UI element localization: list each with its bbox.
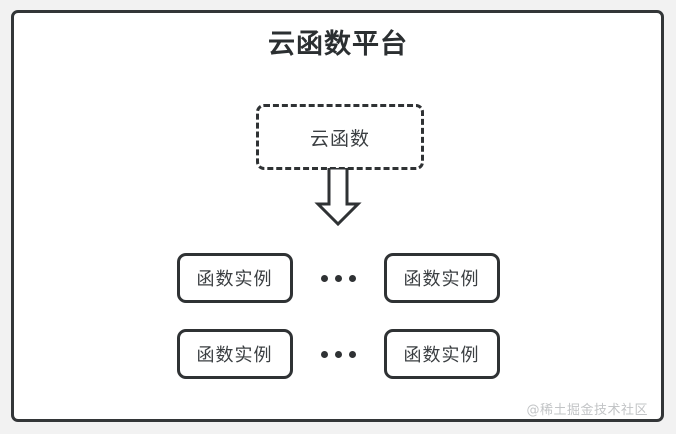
ellipsis-dot [320,274,328,282]
function-instance-box: 函数实例 [383,329,500,379]
function-instance-box: 函数实例 [176,253,293,303]
instance-row-1: 函数实例 函数实例 [0,253,676,303]
ellipsis-dots [293,329,384,379]
function-instance-label: 函数实例 [196,345,273,366]
ellipsis-dot [320,350,328,358]
ellipsis-dot [334,350,342,358]
function-instance-label: 函数实例 [403,269,480,290]
function-instance-box: 函数实例 [383,253,500,303]
ellipsis-dot [334,274,342,282]
function-instance-label: 函数实例 [403,345,480,366]
watermark: @稀土掘金技术社区 [526,403,648,418]
ellipsis-dot [348,350,356,358]
cloud-function-node: 云函数 [256,104,424,170]
function-instance-box: 函数实例 [176,329,293,379]
function-instance-label: 函数实例 [196,269,273,290]
down-arrow-icon [313,166,363,227]
page-title: 云函数平台 [268,29,408,60]
instance-row-2: 函数实例 函数实例 [0,329,676,379]
cloud-function-label: 云函数 [309,127,370,150]
ellipsis-dot [348,274,356,282]
ellipsis-dots [293,253,384,303]
